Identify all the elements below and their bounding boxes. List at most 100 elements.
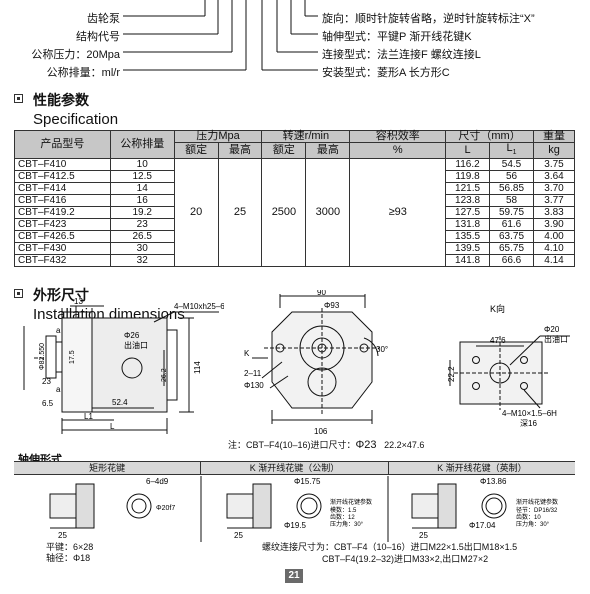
dim-52-4: 52.4 xyxy=(112,398,128,407)
dim-6-5: 6.5 xyxy=(42,399,54,408)
section-square-icon xyxy=(14,289,23,298)
c3-param-dp: 径节：DP16/32 xyxy=(516,506,558,514)
dim-114: 114 xyxy=(193,361,202,374)
thread-note-1: 螺纹连接尺寸为：CBT–F4（10–16）进口M22×1.5出口M18×1.5 xyxy=(262,542,518,552)
header-weight: 重量 xyxy=(533,130,575,143)
shaft-dia-note: 轴径：Φ18 xyxy=(46,553,91,563)
dim-phi82: Φ82.550 xyxy=(39,343,46,370)
cell-weight: 4.14 xyxy=(533,254,575,268)
ordering-label-code: 结构代号 xyxy=(76,31,120,43)
cell-L1: 61.6 xyxy=(489,218,534,232)
dim-c3-25: 25 xyxy=(419,531,428,540)
cell-L1: 54.5 xyxy=(489,158,534,172)
c2-param-angle: 压力角：30° xyxy=(330,520,364,528)
cell-displacement: 10 xyxy=(109,158,175,172)
cell-displacement: 32 xyxy=(109,254,175,268)
performance-header: 性能参数 Specification xyxy=(14,90,118,128)
header-displacement: 公称排量 xyxy=(109,129,175,160)
dim-L1: L1 xyxy=(84,412,93,421)
header-kg: kg xyxy=(533,141,575,160)
dim-2-11: 2–11 xyxy=(244,369,262,378)
cell-displacement: 12.5 xyxy=(109,170,175,184)
cell-L1: 63.75 xyxy=(489,230,534,244)
header-pressure-max: 最高 xyxy=(217,141,263,160)
ordering-label-shaft: 轴伸型式：平键P 渐开线花键K xyxy=(322,31,472,43)
dim-26-2: 26.2 xyxy=(161,368,168,382)
dim-22-2: 22.2 xyxy=(447,366,456,382)
dim-c1-25: 25 xyxy=(58,531,67,540)
header-model: 产品型号 xyxy=(14,129,111,160)
cell-L1: 58 xyxy=(489,194,534,208)
key-note: 平键：6×28 xyxy=(46,542,94,552)
c2-params-title: 渐开线花键参数 xyxy=(330,498,372,506)
dim-phi19-5: Φ19.5 xyxy=(284,521,307,530)
cell-rated-speed: 2500 xyxy=(261,158,307,268)
cell-weight: 4.10 xyxy=(533,242,575,256)
cell-L1: 59.75 xyxy=(489,206,534,220)
ordering-label-pump: 齿轮泵 xyxy=(87,13,120,25)
cell-model: CBT–F426.5 xyxy=(14,230,111,244)
header-L: L xyxy=(445,141,491,160)
dim-23: 23 xyxy=(42,377,51,386)
shaft-drawings: 6–4d9 Φ20f7 25 Φ15.75 Φ19.5 25 渐开线花键参数 模… xyxy=(49,476,558,542)
cell-weight: 3.64 xyxy=(533,170,575,184)
c3-param-teeth: 齿数：10 xyxy=(516,513,541,521)
dim-90: 90 xyxy=(317,290,326,297)
cell-displacement: 16 xyxy=(109,194,175,208)
ordering-label-mounting: 安装型式：菱形A 长方形C xyxy=(322,67,450,79)
dim-thread: 4–M10xh25–6H xyxy=(174,302,224,311)
cell-model: CBT–F416 xyxy=(14,194,111,208)
shaft-col-metric: K 渐开线花键（公制） xyxy=(201,462,389,474)
shaft-col-imperial: K 渐开线花键（英制） xyxy=(437,463,527,473)
cell-weight: 4.00 xyxy=(533,230,575,244)
side-view-drawing: 13 4–M10xh25–6H Φ26 出油口 17.5 26.2 114 23… xyxy=(23,298,224,434)
performance-title-cn: 性能参数 xyxy=(33,92,89,108)
dim-phi17-04: Φ17.04 xyxy=(469,521,496,530)
shaft-col-rect: 矩形花键 xyxy=(14,462,202,474)
cell-model: CBT–F430 xyxy=(14,242,111,256)
dim-c2-25: 25 xyxy=(234,531,243,540)
cell-model: CBT–F412.5 xyxy=(14,170,111,184)
cell-L: 141.8 xyxy=(445,254,491,268)
c3-param-angle: 压力角：30° xyxy=(516,520,550,528)
cell-L: 123.8 xyxy=(445,194,491,208)
cell-L1: 65.75 xyxy=(489,242,534,256)
header-L1: L1 xyxy=(489,141,534,160)
header-speed-rated: 额定 xyxy=(261,141,307,160)
dim-outlet-k: 出油口 xyxy=(544,334,568,344)
dim-K: K xyxy=(244,349,250,358)
ordering-label-displacement: 公称排量：ml/r xyxy=(46,67,120,79)
dim-30deg: 30° xyxy=(376,345,388,354)
dim-17-5: 17.5 xyxy=(69,350,76,364)
cell-max-pressure: 25 xyxy=(217,158,263,268)
dim-6-4d9: 6–4d9 xyxy=(146,477,169,486)
cell-model: CBT–F410 xyxy=(14,158,111,172)
dim-thread-k: 4–M10×1.5–6H xyxy=(502,409,557,418)
cell-L: 119.8 xyxy=(445,170,491,184)
dim-47-6: 47.6 xyxy=(490,336,506,345)
dim-a-bottom: a xyxy=(56,385,61,394)
dim-phi93: Φ93 xyxy=(324,301,340,310)
dim-phi20: Φ20 xyxy=(544,325,560,334)
header-speed-max: 最高 xyxy=(305,141,351,160)
cell-weight: 3.77 xyxy=(533,194,575,208)
dim-106: 106 xyxy=(314,427,328,436)
dim-L: L xyxy=(110,422,115,431)
cell-L: 121.5 xyxy=(445,182,491,196)
header-size: 尺寸（mm） xyxy=(445,130,534,143)
cell-weight: 3.83 xyxy=(533,206,575,220)
header-pressure: 压力Mpa xyxy=(173,130,263,143)
dimensions-title-cn: 外形尺寸 xyxy=(33,287,89,303)
ordering-code-lines xyxy=(123,0,318,71)
cell-model: CBT–F419.2 xyxy=(14,206,111,220)
cell-L: 139.5 xyxy=(445,242,491,256)
thread-note-2: CBT–F4(19.2–32)进口M33×2,出口M27×2 xyxy=(322,554,489,564)
cell-displacement: 30 xyxy=(109,242,175,256)
cell-L1: 56 xyxy=(489,170,534,184)
dim-a-top: a xyxy=(56,326,61,335)
dim-phi15-75: Φ15.75 xyxy=(294,477,321,486)
c2-param-module: 模数：1.5 xyxy=(330,506,357,514)
cell-displacement: 26.5 xyxy=(109,230,175,244)
dim-phi26: Φ26 xyxy=(124,331,140,340)
